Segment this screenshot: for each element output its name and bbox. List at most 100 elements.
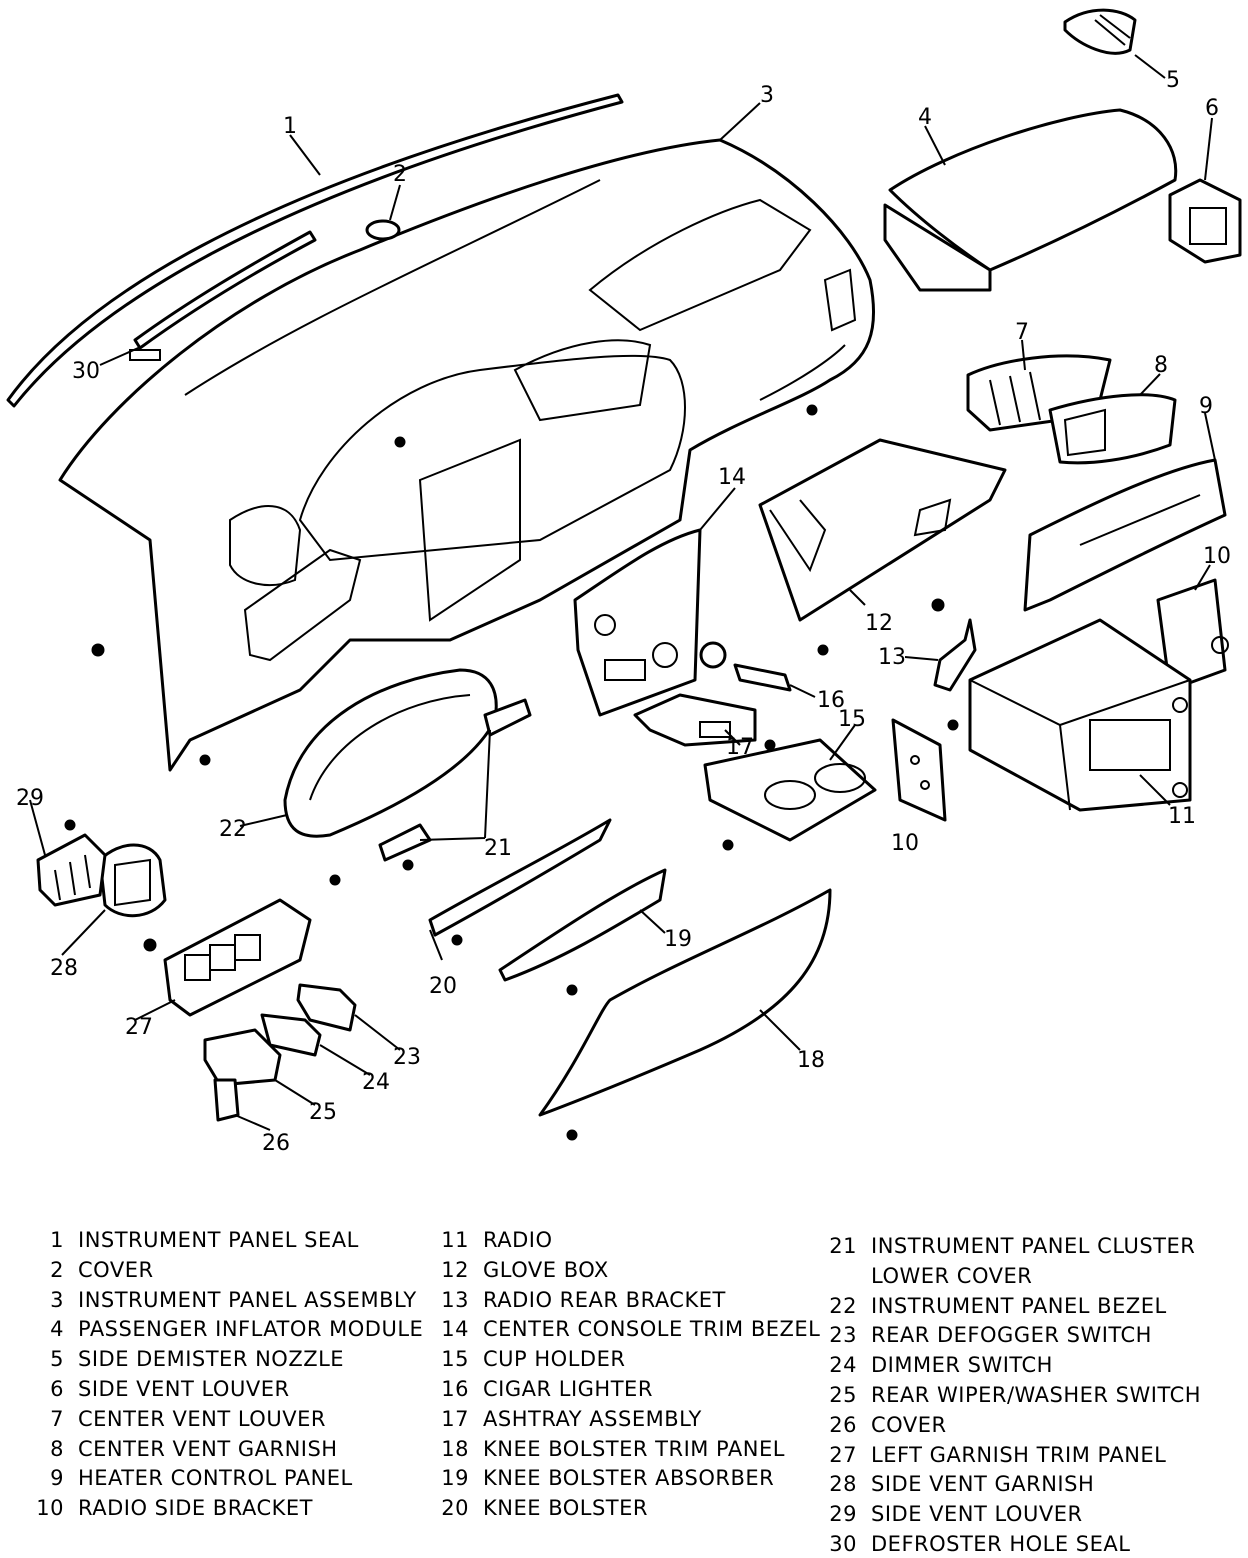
callout-23: 23 bbox=[393, 1045, 421, 1070]
callout-15: 15 bbox=[838, 707, 866, 732]
center-vent-garnish bbox=[1048, 393, 1177, 465]
diagram-drawing: 1 2 3 4 5 6 7 8 9 10 11 12 13 14 15 16 1… bbox=[6, 8, 1242, 1156]
legend-item-number: 19 bbox=[441, 1466, 469, 1491]
legend-item-label: RADIO bbox=[483, 1228, 553, 1252]
legend-item-label: DEFROSTER HOLE SEAL bbox=[871, 1532, 1131, 1556]
legend-item-number: 14 bbox=[441, 1317, 469, 1342]
radio-rear-bracket bbox=[933, 618, 977, 692]
legend-item-number: 1 bbox=[50, 1228, 64, 1252]
callout-27: 27 bbox=[125, 1015, 153, 1040]
legend-item-label: LEFT GARNISH TRIM PANEL bbox=[871, 1442, 1167, 1467]
heater-control-panel bbox=[1023, 458, 1227, 612]
callout-labels: 1 2 3 4 5 6 7 8 9 10 11 12 13 14 15 16 1… bbox=[16, 68, 1231, 1156]
legend-item-number: 2 bbox=[50, 1257, 64, 1282]
cigar-lighter bbox=[699, 641, 792, 692]
radio-side-bracket-left bbox=[891, 718, 947, 822]
center-console-trim-bezel bbox=[573, 528, 702, 717]
ashtray-assembly bbox=[633, 693, 757, 747]
legend-item-number: 7 bbox=[50, 1406, 64, 1431]
legend-item-label: KNEE BOLSTER bbox=[483, 1496, 648, 1521]
legend-item-number: 27 bbox=[829, 1442, 857, 1467]
legend-item-label: RADIO REAR BRACKET bbox=[483, 1287, 726, 1312]
legend-item-number: 26 bbox=[829, 1412, 857, 1437]
callout-22: 22 bbox=[219, 817, 247, 842]
legend-item-number: 16 bbox=[441, 1377, 469, 1401]
callout-2: 2 bbox=[393, 162, 407, 187]
callout-16: 16 bbox=[817, 688, 845, 713]
legend-item-number: 24 bbox=[829, 1353, 857, 1378]
passenger-inflator-module bbox=[883, 108, 1178, 292]
dimmer-switch bbox=[260, 1013, 322, 1057]
legend-item-label: CENTER VENT GARNISH bbox=[78, 1436, 338, 1461]
legend-item-number: 30 bbox=[829, 1532, 857, 1556]
legend-item-number: 5 bbox=[50, 1347, 64, 1372]
legend-item-label: KNEE BOLSTER ABSORBER bbox=[483, 1466, 775, 1491]
legend-item-label: INSTRUMENT PANEL BEZEL bbox=[871, 1293, 1167, 1318]
side-demister-nozzle bbox=[1063, 8, 1137, 55]
callout-29: 29 bbox=[16, 786, 44, 811]
legend-item-number: 12 bbox=[441, 1257, 469, 1282]
callout-9: 9 bbox=[1199, 394, 1213, 419]
legend-item-label: COVER bbox=[871, 1412, 947, 1437]
legend-item-number: 10 bbox=[36, 1496, 64, 1521]
cluster-lower-cover-upper bbox=[483, 698, 532, 737]
callout-20: 20 bbox=[429, 974, 457, 999]
legend-item-number: 9 bbox=[50, 1466, 64, 1491]
legend-item-label: SIDE DEMISTER NOZZLE bbox=[78, 1347, 345, 1372]
side-vent-louver-6 bbox=[1168, 178, 1242, 264]
knee-bolster-trim-panel bbox=[538, 888, 832, 1117]
callout-8: 8 bbox=[1154, 353, 1168, 378]
callout-4: 4 bbox=[918, 105, 932, 130]
legend-item-label: INSTRUMENT PANEL CLUSTER bbox=[871, 1234, 1196, 1258]
callout-11: 11 bbox=[1168, 804, 1196, 829]
side-vent-garnish bbox=[98, 843, 167, 918]
legend-item-number: 17 bbox=[441, 1406, 469, 1431]
instrument-panel-bezel bbox=[283, 668, 498, 838]
callout-25: 25 bbox=[309, 1100, 337, 1125]
legend-item-number: 4 bbox=[50, 1317, 64, 1342]
cup-holder bbox=[703, 738, 877, 842]
callout-3: 3 bbox=[760, 83, 774, 108]
knee-bolster-absorber bbox=[498, 868, 667, 982]
callout-26: 26 bbox=[262, 1131, 290, 1156]
callout-28: 28 bbox=[50, 956, 78, 981]
legend-item-label: GLOVE BOX bbox=[483, 1257, 609, 1282]
legend-item-number: 15 bbox=[441, 1347, 469, 1372]
legend-item-label: RADIO SIDE BRACKET bbox=[78, 1496, 313, 1521]
legend-item-number: 11 bbox=[441, 1228, 469, 1252]
legend-item-label: DIMMER SWITCH bbox=[871, 1353, 1053, 1378]
rear-defogger-switch bbox=[296, 983, 357, 1032]
legend-item-label: ASHTRAY ASSEMBLY bbox=[483, 1406, 702, 1431]
callout-19: 19 bbox=[664, 927, 692, 952]
legend-item-label: KNEE BOLSTER TRIM PANEL bbox=[483, 1436, 785, 1461]
legend-item-number: 6 bbox=[50, 1377, 64, 1401]
radio bbox=[968, 618, 1192, 812]
defroster-hole-seal bbox=[133, 230, 317, 350]
legend-item-label: REAR DEFOGGER SWITCH bbox=[871, 1323, 1152, 1348]
legend-item-label: SIDE VENT LOUVER bbox=[871, 1502, 1083, 1527]
side-vent-louver-29 bbox=[36, 833, 107, 907]
legend-item-number: 28 bbox=[829, 1472, 857, 1497]
legend-item-label: HEATER CONTROL PANEL bbox=[78, 1466, 353, 1491]
instrument-panel-assembly bbox=[58, 138, 876, 772]
legend-item-label: CENTER VENT LOUVER bbox=[78, 1406, 326, 1431]
callout-17: 17 bbox=[726, 735, 754, 760]
legend-item-label: SIDE VENT GARNISH bbox=[871, 1472, 1095, 1497]
legend-item-label: SIDE VENT LOUVER bbox=[78, 1377, 290, 1401]
callout-13: 13 bbox=[878, 645, 906, 670]
callout-12: 12 bbox=[865, 611, 893, 636]
legend-item-number: 21 bbox=[829, 1234, 857, 1258]
callout-1: 1 bbox=[283, 114, 297, 139]
legend-item-number: 23 bbox=[829, 1323, 857, 1348]
callout-30: 30 bbox=[72, 359, 100, 384]
instrument-panel-seal bbox=[6, 93, 624, 408]
callout-6: 6 bbox=[1205, 96, 1219, 121]
legend-item-label: COVER bbox=[78, 1257, 154, 1282]
legend-item-number: 20 bbox=[441, 1496, 469, 1521]
knee-bolster bbox=[428, 818, 612, 937]
cover-26 bbox=[213, 1078, 240, 1122]
legend-item-label: CUP HOLDER bbox=[483, 1347, 626, 1372]
screw-icons bbox=[64, 404, 959, 1141]
